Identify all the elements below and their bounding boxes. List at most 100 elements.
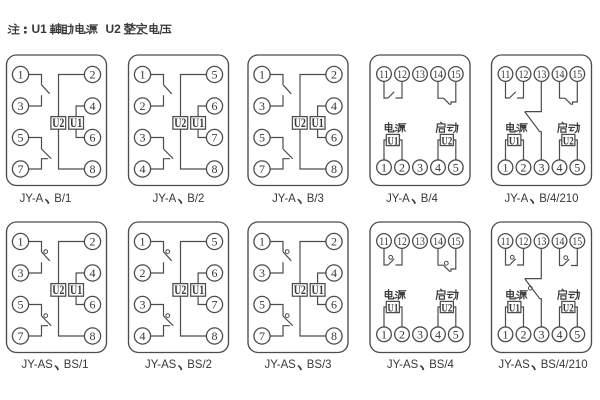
- svg-text:14: 14: [555, 234, 565, 248]
- svg-text:U2: U2: [52, 282, 64, 297]
- svg-text:JY-AS: JY-AS: [498, 357, 529, 371]
- svg-text:2: 2: [331, 68, 337, 82]
- svg-text:U1: U1: [312, 282, 324, 297]
- svg-text:JY-A: JY-A: [153, 191, 177, 205]
- svg-text:BS/4/210: BS/4/210: [541, 357, 588, 371]
- svg-text:U2: U2: [563, 135, 574, 147]
- svg-text:15: 15: [451, 67, 461, 81]
- svg-text:2: 2: [90, 235, 96, 249]
- svg-text:4: 4: [557, 160, 563, 174]
- svg-text:U2: U2: [441, 302, 452, 314]
- svg-text:U2: U2: [174, 115, 186, 130]
- svg-text:6: 6: [212, 99, 218, 113]
- svg-text:6: 6: [331, 131, 337, 145]
- svg-text:8: 8: [90, 329, 96, 343]
- svg-text:7: 7: [18, 162, 24, 176]
- svg-text:U2: U2: [441, 135, 452, 147]
- svg-text:U1: U1: [32, 22, 48, 36]
- svg-text:4: 4: [331, 266, 337, 280]
- svg-text:1: 1: [503, 160, 509, 174]
- svg-text:6: 6: [212, 266, 218, 280]
- svg-text:2: 2: [90, 68, 96, 82]
- svg-text:BS/2: BS/2: [187, 357, 212, 371]
- svg-text:13: 13: [537, 67, 547, 81]
- svg-text:2: 2: [521, 327, 527, 341]
- svg-text:1: 1: [18, 235, 24, 249]
- svg-text:7: 7: [259, 162, 265, 176]
- svg-text:B/3: B/3: [307, 191, 324, 205]
- svg-text:13: 13: [537, 234, 547, 248]
- svg-text:JY-AS: JY-AS: [387, 357, 418, 371]
- svg-text:11: 11: [379, 67, 389, 81]
- svg-text:11: 11: [379, 234, 389, 248]
- svg-text:BS/3: BS/3: [307, 357, 332, 371]
- svg-text:8: 8: [212, 162, 218, 176]
- svg-text:B/4/210: B/4/210: [539, 191, 579, 205]
- svg-text:3: 3: [259, 99, 265, 113]
- svg-text:15: 15: [451, 234, 461, 248]
- svg-text:U1: U1: [312, 115, 324, 130]
- svg-text:5: 5: [212, 68, 218, 82]
- svg-text:3: 3: [259, 266, 265, 280]
- svg-text:3: 3: [140, 131, 146, 145]
- svg-text:4: 4: [90, 266, 96, 280]
- svg-text:7: 7: [212, 131, 218, 145]
- svg-text:3: 3: [140, 298, 146, 312]
- svg-text:U2: U2: [52, 115, 64, 130]
- svg-text:12: 12: [397, 234, 407, 248]
- svg-text:2: 2: [331, 235, 337, 249]
- svg-text:7: 7: [259, 329, 265, 343]
- svg-text:5: 5: [18, 298, 24, 312]
- svg-text:3: 3: [18, 266, 24, 280]
- svg-text:2: 2: [140, 99, 146, 113]
- svg-text:2: 2: [399, 160, 405, 174]
- svg-text:15: 15: [572, 234, 582, 248]
- svg-text:3: 3: [539, 327, 545, 341]
- svg-text:7: 7: [18, 329, 24, 343]
- svg-text:JY-AS: JY-AS: [265, 357, 296, 371]
- svg-text:14: 14: [433, 234, 443, 248]
- svg-text:8: 8: [212, 329, 218, 343]
- svg-text:U2: U2: [563, 302, 574, 314]
- svg-text:JY-A: JY-A: [20, 191, 44, 205]
- svg-text:B/2: B/2: [187, 191, 204, 205]
- svg-text:U1: U1: [387, 135, 398, 147]
- svg-text:U2: U2: [174, 282, 186, 297]
- svg-text:11: 11: [501, 234, 511, 248]
- svg-text:U2: U2: [106, 22, 122, 36]
- svg-text:JY-A: JY-A: [386, 191, 410, 205]
- svg-text:U1: U1: [70, 115, 82, 130]
- svg-text:4: 4: [140, 329, 146, 343]
- svg-text:1: 1: [381, 327, 387, 341]
- svg-text:14: 14: [433, 67, 443, 81]
- svg-text:6: 6: [90, 131, 96, 145]
- svg-text:7: 7: [212, 298, 218, 312]
- svg-text:5: 5: [574, 327, 580, 341]
- svg-text:U1: U1: [387, 302, 398, 314]
- svg-text:4: 4: [140, 162, 146, 176]
- svg-text:2: 2: [399, 327, 405, 341]
- svg-text:BS/4: BS/4: [429, 357, 454, 371]
- svg-text:1: 1: [140, 235, 146, 249]
- svg-text:U1: U1: [70, 282, 82, 297]
- svg-text:BS/1: BS/1: [64, 357, 89, 371]
- svg-text:U1: U1: [192, 282, 204, 297]
- svg-text:5: 5: [259, 298, 265, 312]
- svg-text:8: 8: [90, 162, 96, 176]
- svg-text:U1: U1: [509, 302, 520, 314]
- svg-text:5: 5: [18, 131, 24, 145]
- svg-text:1: 1: [381, 160, 387, 174]
- svg-text:4: 4: [435, 160, 441, 174]
- svg-text:2: 2: [140, 266, 146, 280]
- svg-text:1: 1: [140, 68, 146, 82]
- svg-text:15: 15: [572, 67, 582, 81]
- svg-text:3: 3: [417, 327, 423, 341]
- svg-text:8: 8: [331, 329, 337, 343]
- svg-text:1: 1: [259, 235, 265, 249]
- svg-text:U1: U1: [509, 135, 520, 147]
- svg-text:4: 4: [435, 327, 441, 341]
- svg-text:2: 2: [521, 160, 527, 174]
- svg-text:3: 3: [18, 99, 24, 113]
- svg-text:U2: U2: [294, 115, 306, 130]
- svg-text:JY-AS: JY-AS: [22, 357, 53, 371]
